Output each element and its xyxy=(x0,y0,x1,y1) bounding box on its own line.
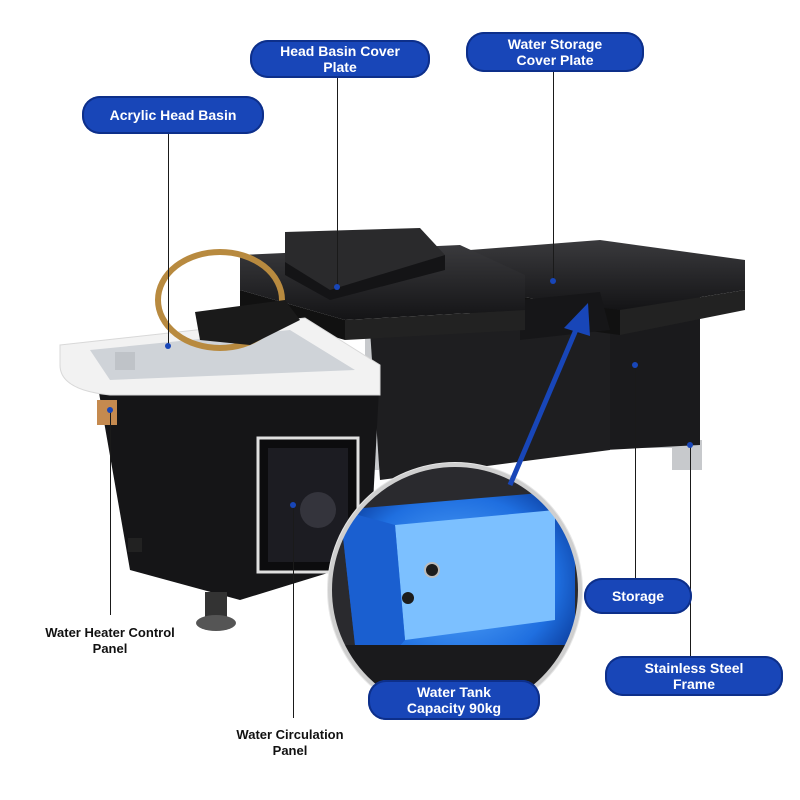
label-text-line1: Stainless Steel xyxy=(644,660,744,676)
leader-head-cover xyxy=(337,76,338,286)
water-tank-inset xyxy=(327,462,583,718)
label-water-heater-control-panel: Water Heater Control Panel xyxy=(15,625,205,657)
arrow-pointer xyxy=(507,303,590,486)
leader-storage-dot xyxy=(632,362,638,368)
label-text-line1: Water Heater Control xyxy=(45,625,175,640)
label-text-line2: Panel xyxy=(272,743,308,758)
label-text-line2: Cover Plate xyxy=(516,52,594,68)
label-stainless-steel-frame: Stainless Steel Frame xyxy=(605,656,783,696)
leader-storage xyxy=(635,365,636,580)
leader-circulation-dot xyxy=(290,502,296,508)
leader-water-storage-dot xyxy=(550,278,556,284)
label-text-line2: Capacity 90kg xyxy=(406,700,502,716)
label-text-line2: Panel xyxy=(92,641,128,656)
head-basin-unit xyxy=(59,249,381,631)
label-text-line1: Water Tank xyxy=(417,684,491,700)
label-text-line2: Plate xyxy=(323,59,357,75)
leader-steel xyxy=(690,445,691,657)
label-text-line2: Frame xyxy=(672,676,716,692)
label-water-circulation-panel: Water Circulation Panel xyxy=(200,727,380,759)
leader-water-storage xyxy=(553,70,554,280)
label-text: Acrylic Head Basin xyxy=(109,107,237,123)
leader-steel-dot xyxy=(687,442,693,448)
label-head-basin-cover-plate: Head Basin Cover Plate xyxy=(250,40,430,78)
label-water-tank-capacity: Water Tank Capacity 90kg xyxy=(368,680,540,720)
label-text-line1: Water Storage xyxy=(507,36,603,52)
leader-heater-dot xyxy=(107,407,113,413)
label-water-storage-cover-plate: Water Storage Cover Plate xyxy=(466,32,644,72)
leader-head-cover-dot xyxy=(334,284,340,290)
leader-acrylic-dot xyxy=(165,343,171,349)
label-acrylic-head-basin: Acrylic Head Basin xyxy=(82,96,264,134)
label-storage: Storage xyxy=(584,578,692,614)
leader-acrylic xyxy=(168,130,169,345)
leader-circulation xyxy=(293,505,294,718)
leader-heater xyxy=(110,410,111,615)
label-text-line1: Water Circulation xyxy=(236,727,344,742)
label-text: Storage xyxy=(611,588,665,604)
label-text-line1: Head Basin Cover xyxy=(280,43,400,59)
